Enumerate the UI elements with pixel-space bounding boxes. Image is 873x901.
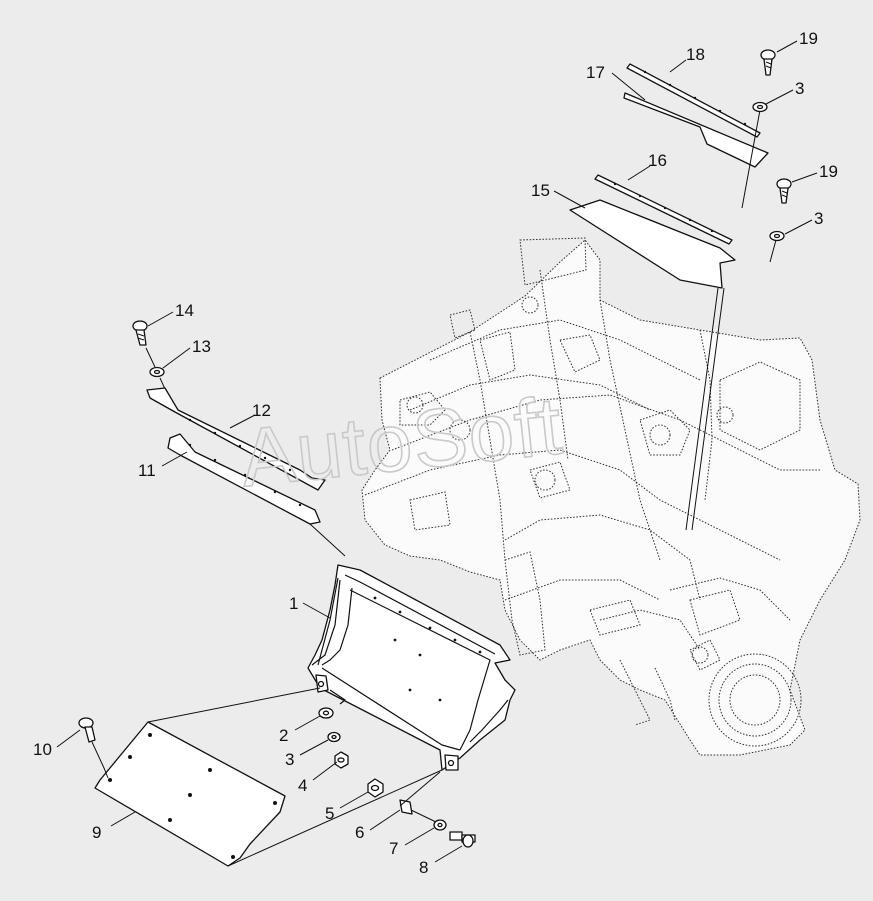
bolt-19-upper xyxy=(741,49,776,209)
callout-3-mid: 3 xyxy=(814,209,823,228)
callout-2: 2 xyxy=(279,726,288,745)
callout-8: 8 xyxy=(419,858,428,877)
bracket-1 xyxy=(307,564,516,771)
plate-17 xyxy=(623,63,769,168)
callout-18: 18 xyxy=(686,45,705,64)
callout-16: 16 xyxy=(648,151,667,170)
spacer-6 xyxy=(399,799,413,815)
machine-frame xyxy=(361,237,861,756)
callout-labels: 18 19 17 3 16 19 15 3 14 13 12 11 1 2 3 … xyxy=(33,29,838,877)
callout-17: 17 xyxy=(586,63,605,82)
leader-lines xyxy=(56,40,818,863)
washer-3-mid xyxy=(769,230,785,242)
washer-7 xyxy=(433,819,447,831)
washer-2 xyxy=(318,707,334,719)
washer-13 xyxy=(149,366,165,378)
bolt-10 xyxy=(78,717,109,779)
callout-7: 7 xyxy=(389,839,398,858)
callout-11: 11 xyxy=(138,461,156,480)
callout-14: 14 xyxy=(175,301,194,320)
plate-11 xyxy=(167,433,321,525)
callout-19-mid: 19 xyxy=(819,162,838,181)
washer-3-lower xyxy=(327,731,341,743)
nut-4 xyxy=(334,751,349,769)
callout-3-top: 3 xyxy=(795,79,804,98)
callout-6: 6 xyxy=(355,823,364,842)
callout-10: 10 xyxy=(33,740,52,759)
bolt-8 xyxy=(449,831,476,848)
bolt-19-lower xyxy=(769,178,792,263)
callout-3-lower: 3 xyxy=(285,750,294,769)
callout-5: 5 xyxy=(325,804,334,823)
bolt-14 xyxy=(132,320,171,401)
plate-12 xyxy=(146,387,326,491)
plate-9 xyxy=(94,721,286,867)
plate-15 xyxy=(569,174,736,289)
callout-1: 1 xyxy=(289,594,298,613)
callout-13: 13 xyxy=(192,337,211,356)
callout-15: 15 xyxy=(531,181,550,200)
callout-12: 12 xyxy=(252,401,271,420)
nut-5 xyxy=(367,778,384,798)
washer-3-upper xyxy=(752,101,768,113)
callout-19-top: 19 xyxy=(799,29,818,48)
callout-4: 4 xyxy=(298,776,307,795)
callout-9: 9 xyxy=(92,823,101,842)
